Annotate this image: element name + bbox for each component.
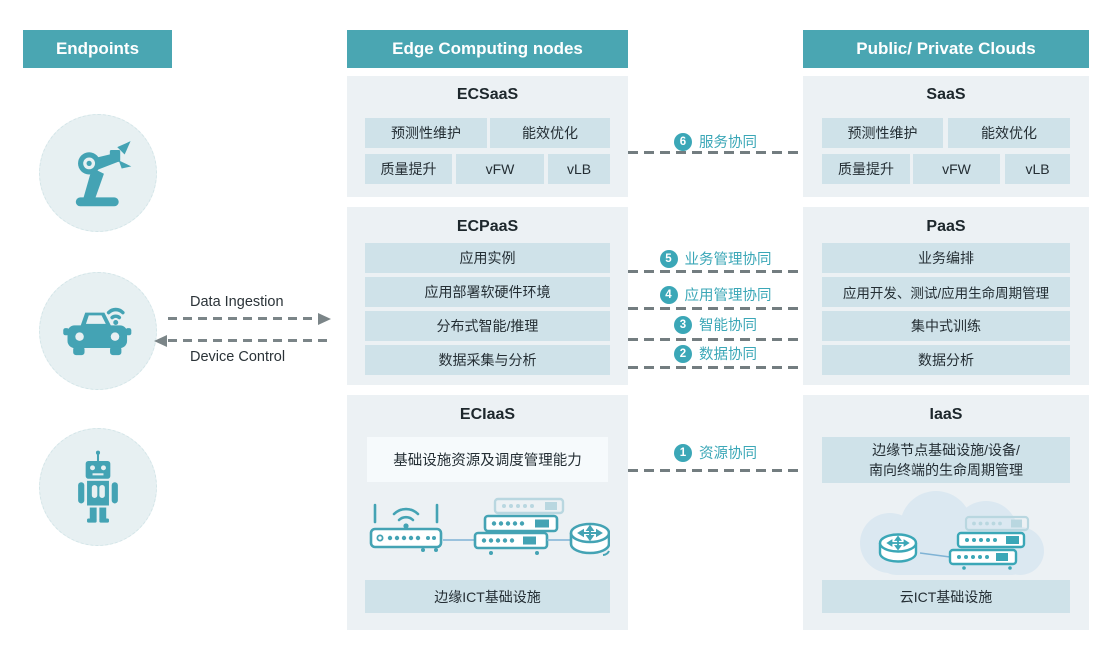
robot-icon <box>67 450 129 524</box>
ecpaas-row-deployment-env: 应用部署软硬件环境 <box>365 277 610 307</box>
paas-row-service-orchestration: 业务编排 <box>822 243 1070 273</box>
saas-chip-quality-improvement: 质量提升 <box>822 154 910 184</box>
connector-5-label: 业务管理协同 <box>684 252 772 268</box>
ecsaas-chip-vlb: vLB <box>548 154 610 184</box>
cloud-infrastructure-icon <box>828 487 1064 577</box>
endpoints-header-label: Endpoints <box>55 39 140 58</box>
ecsaas-chip-energy-optimization: 能效优化 <box>490 118 610 148</box>
connector-1-label: 资源协同 <box>699 446 757 462</box>
connector-2-dashed-line <box>628 366 803 369</box>
iaas-title: IaaS <box>929 406 963 423</box>
cloud-iaas-section: IaaS 边缘节点基础设施/设备/ 南向终端的生命周期管理 <box>803 395 1089 630</box>
ecsaas-chip-vfw: vFW <box>456 154 544 184</box>
connected-car-icon <box>59 300 137 362</box>
connector-3-label: 智能协同 <box>699 318 757 334</box>
device-control-label: Device Control <box>190 349 286 365</box>
saas-chip-predictive-maintenance: 预测性维护 <box>822 118 943 148</box>
connector-6-label: 服务协同 <box>699 135 757 151</box>
cloud-ict-infrastructure-label: 云ICT基础设施 <box>822 580 1070 613</box>
connector-resource-collaboration: 1 资源协同 <box>628 442 803 463</box>
connector-1-dashed-line <box>628 469 803 472</box>
iaas-capability-box: 边缘节点基础设施/设备/ 南向终端的生命周期管理 <box>822 437 1070 483</box>
ecpaas-row-app-instances: 应用实例 <box>365 243 610 273</box>
device-control-arrow-line <box>168 339 331 342</box>
endpoint-robot-arm-circle <box>39 114 157 232</box>
connector-intelligence-collaboration: 3 智能协同 <box>628 314 803 335</box>
cloud-saas-section: SaaS 预测性维护 能效优化 质量提升 vFW vLB <box>803 76 1089 197</box>
ecsaas-chip-predictive-maintenance: 预测性维护 <box>365 118 487 148</box>
paas-row-app-lifecycle: 应用开发、测试/应用生命周期管理 <box>822 277 1070 307</box>
connector-2-label: 数据协同 <box>699 347 757 363</box>
number-6-badge: 6 <box>674 132 692 151</box>
paas-row-centralized-training: 集中式训练 <box>822 311 1070 341</box>
edge-nodes-header-label: Edge Computing nodes <box>392 39 583 58</box>
data-ingestion-arrowhead-icon <box>318 312 331 325</box>
connector-4-dashed-line <box>628 307 803 310</box>
connector-6-dashed-line <box>628 151 803 154</box>
data-ingestion-label: Data Ingestion <box>190 294 284 310</box>
connector-business-mgmt-collaboration: 5 业务管理协同 <box>628 248 803 269</box>
edge-network-devices-icon <box>365 495 610 567</box>
ecpaas-row-distributed-intelligence: 分布式智能/推理 <box>365 311 610 341</box>
paas-title: PaaS <box>926 218 966 235</box>
number-5-badge: 5 <box>659 249 678 268</box>
connector-5-dashed-line <box>628 270 803 273</box>
edge-eciaas-section: ECIaaS 基础设施资源及调度管理能力 <box>347 395 628 630</box>
endpoints-header: Endpoints <box>23 30 172 68</box>
saas-chip-vlb: vLB <box>1005 154 1070 184</box>
clouds-header-label: Public/ Private Clouds <box>856 39 1036 58</box>
saas-title: SaaS <box>926 86 966 103</box>
eciaas-capability-box: 基础设施资源及调度管理能力 <box>367 437 608 482</box>
robot-arm-icon <box>61 138 135 208</box>
eciaas-title: ECIaaS <box>459 406 516 423</box>
connector-3-dashed-line <box>628 338 803 341</box>
edge-ecsaas-section: ECSaaS 预测性维护 能效优化 质量提升 vFW vLB <box>347 76 628 197</box>
clouds-header: Public/ Private Clouds <box>803 30 1089 68</box>
ecsaas-chip-quality-improvement: 质量提升 <box>365 154 452 184</box>
saas-chip-energy-optimization: 能效优化 <box>948 118 1070 148</box>
endpoint-robot-circle <box>39 428 157 546</box>
connector-4-label: 应用管理协同 <box>684 288 772 304</box>
number-3-badge: 3 <box>674 315 692 334</box>
ecpaas-row-data-collection: 数据采集与分析 <box>365 345 610 375</box>
ecsaas-title: ECSaaS <box>456 86 519 103</box>
edge-ecpaas-section: ECPaaS 应用实例 应用部署软硬件环境 分布式智能/推理 数据采集与分析 <box>347 207 628 385</box>
edge-nodes-header: Edge Computing nodes <box>347 30 628 68</box>
cloud-paas-section: PaaS 业务编排 应用开发、测试/应用生命周期管理 集中式训练 数据分析 <box>803 207 1089 385</box>
connector-service-collaboration: 6 服务协同 <box>628 131 803 152</box>
endpoint-car-circle <box>39 272 157 390</box>
connector-app-mgmt-collaboration: 4 应用管理协同 <box>628 284 803 305</box>
paas-row-data-analysis: 数据分析 <box>822 345 1070 375</box>
number-2-badge: 2 <box>674 344 692 363</box>
number-1-badge: 1 <box>674 443 692 462</box>
edge-ict-infrastructure-label: 边缘ICT基础设施 <box>365 580 610 613</box>
data-ingestion-arrow-line <box>168 317 318 320</box>
saas-chip-vfw: vFW <box>913 154 1000 184</box>
device-control-arrowhead-icon <box>154 334 167 347</box>
connector-data-collaboration: 2 数据协同 <box>628 343 803 364</box>
number-4-badge: 4 <box>659 285 678 304</box>
ecpaas-title: ECPaaS <box>456 218 519 235</box>
